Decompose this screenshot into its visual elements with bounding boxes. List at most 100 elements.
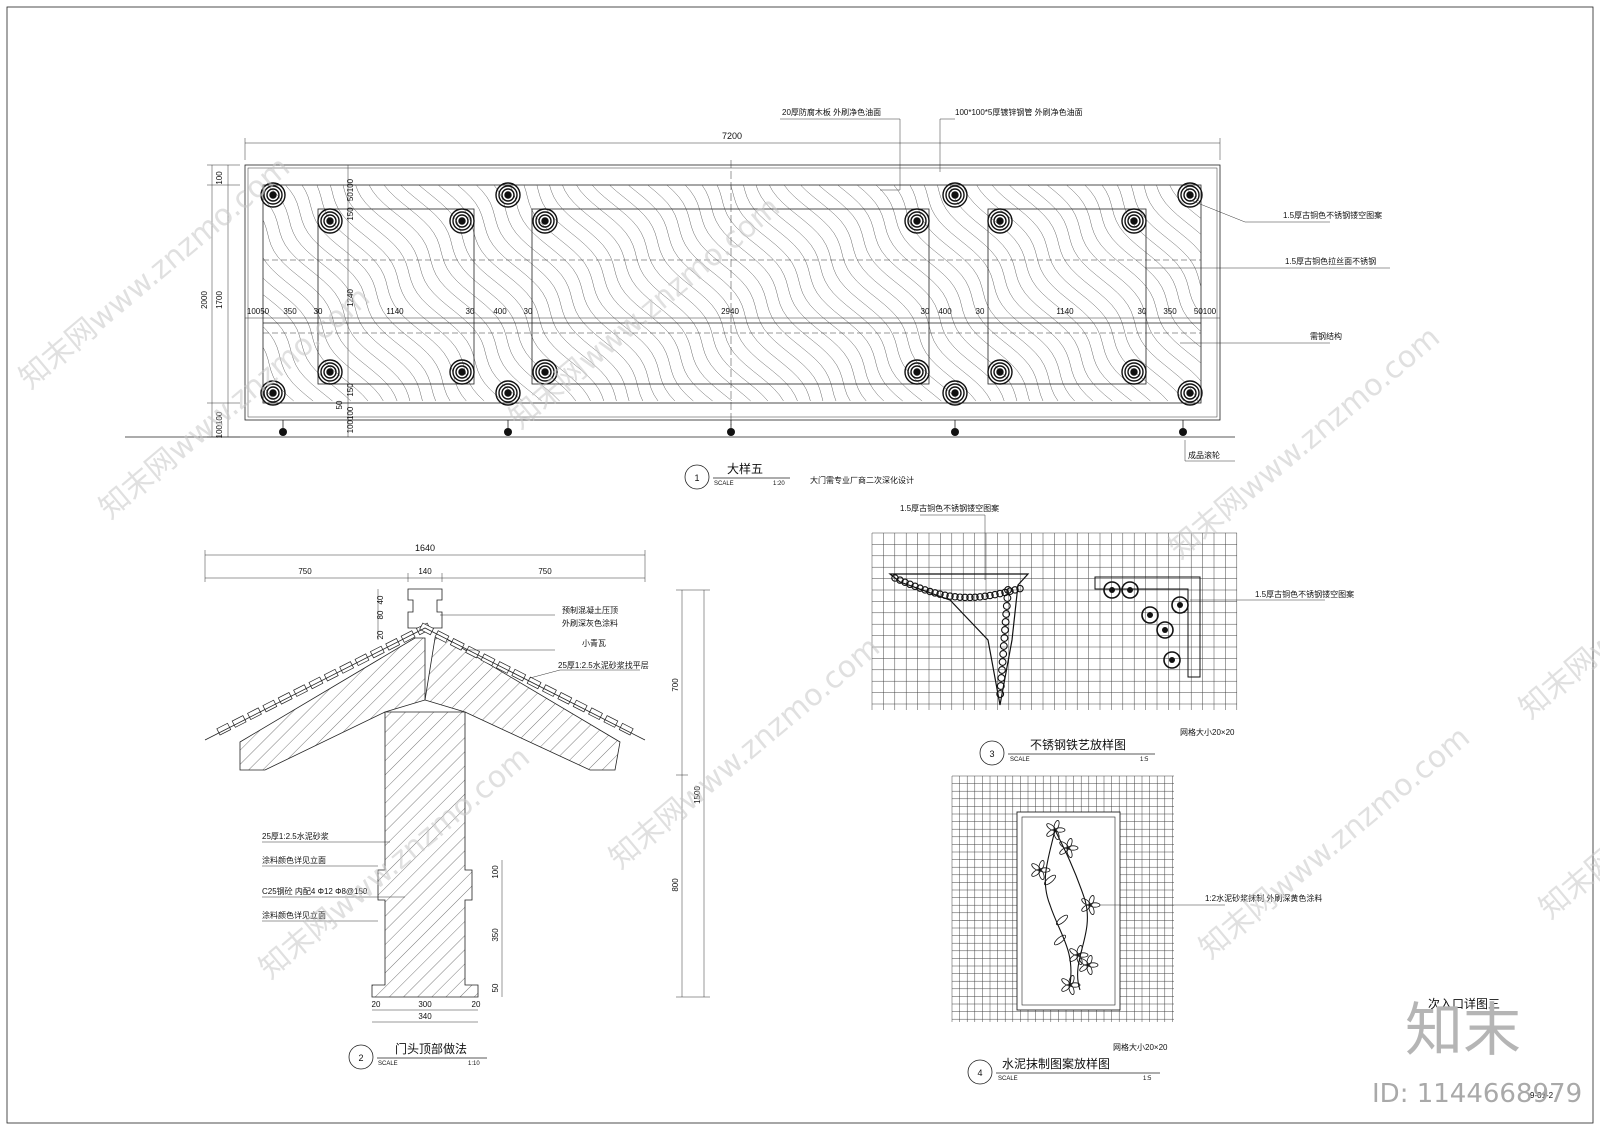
callout-ss-pattern: 1.5厚古铜色不锈钢镂空图案 bbox=[1283, 210, 1382, 220]
sheet-number: 9-01-2 bbox=[1530, 1091, 1554, 1100]
gate-ornament bbox=[317, 359, 343, 385]
gate-ornament bbox=[449, 359, 475, 385]
gate-ornament bbox=[532, 359, 558, 385]
filigree-scroll bbox=[1004, 586, 1012, 594]
filigree-scroll bbox=[1001, 626, 1009, 634]
roof-tile bbox=[247, 707, 262, 721]
filigree-scroll bbox=[1003, 594, 1012, 602]
gate-ornament bbox=[942, 182, 968, 208]
dim-horizontal: 10050 bbox=[247, 307, 270, 316]
gate-ornament bbox=[904, 359, 930, 385]
filigree-scroll bbox=[921, 586, 929, 594]
filigree-scroll bbox=[1002, 602, 1011, 610]
gate-ornament bbox=[449, 208, 475, 234]
filigree-scroll bbox=[896, 576, 904, 584]
dim-coping-left: 750 bbox=[298, 567, 312, 576]
filigree-scroll bbox=[916, 584, 924, 592]
dim-right-1500: 1500 bbox=[693, 786, 702, 804]
callout-precast-cap: 预制混凝土压顶 bbox=[562, 605, 618, 615]
wheel bbox=[279, 428, 287, 436]
detail-4-cement-pattern: 1:2水泥砂浆抹制 外刷深黄色涂料 网格大小20×20 4 水泥抹制图案放样图 … bbox=[951, 775, 1322, 1085]
lily-leaf bbox=[1054, 934, 1066, 946]
filigree-scroll bbox=[1001, 618, 1010, 626]
callout-paint-1: 涂料颜色详见立面 bbox=[262, 855, 326, 865]
detail-4-title: 水泥抹制图案放样图 bbox=[1002, 1056, 1110, 1071]
detail-3-scale-word: SCALE bbox=[1010, 757, 1030, 763]
filigree-scroll bbox=[996, 682, 1005, 690]
roof-tile bbox=[293, 684, 308, 697]
dim-right-800: 800 bbox=[671, 878, 680, 892]
detail-4-scale-word: SCALE bbox=[998, 1076, 1018, 1082]
detail-3-scale: 1:5 bbox=[1140, 757, 1149, 763]
callout-steel-tube: 100*100*5厚镀锌钢管 外刷净色油面 bbox=[955, 107, 1083, 117]
dim-horizontal: 30 bbox=[524, 307, 533, 316]
filigree-center bbox=[1109, 587, 1115, 593]
detail-3-steel-pattern: 1.5厚古铜色不锈钢镂空图案 1.5厚古铜色不锈钢镂空图案 网格大小20×20 … bbox=[871, 503, 1354, 766]
callout-mortar-top: 25厚1:2.5水泥砂浆找平层 bbox=[558, 660, 649, 670]
detail-3-number: 3 bbox=[989, 749, 994, 759]
filigree-center bbox=[1127, 587, 1133, 593]
gate-ornament bbox=[317, 208, 343, 234]
detail-1-scale: 1:20 bbox=[773, 481, 785, 487]
filigree-scroll bbox=[986, 591, 994, 600]
roof-tile bbox=[588, 707, 603, 721]
dim-cap-1: 40 bbox=[376, 595, 385, 604]
filigree-scroll bbox=[901, 578, 909, 586]
dim-inner-50: 50 bbox=[491, 983, 500, 992]
grid-note-3: 网格大小20×20 bbox=[1180, 727, 1235, 737]
detail-1-number: 1 bbox=[694, 473, 699, 483]
filigree-scroll bbox=[976, 593, 984, 601]
roof-tile bbox=[557, 691, 573, 705]
callout-paint-2: 涂料颜色详见立面 bbox=[262, 910, 326, 920]
dim-bottom-340: 340 bbox=[418, 1012, 432, 1021]
filigree-scroll bbox=[906, 580, 914, 589]
filigree-center bbox=[1147, 612, 1153, 618]
filigree-scroll bbox=[956, 593, 964, 601]
dim-horizontal: 30 bbox=[314, 307, 323, 316]
filigree-scroll bbox=[998, 658, 1007, 666]
filigree-scroll bbox=[946, 592, 954, 600]
callout-ss-brushed: 1.5厚古铜色拉丝面不锈钢 bbox=[1285, 256, 1376, 266]
gate-ornament bbox=[532, 208, 558, 234]
gate-ornament bbox=[904, 208, 930, 234]
dim-bottom-20b: 20 bbox=[472, 1000, 481, 1009]
lily-leaf bbox=[1044, 874, 1056, 886]
filigree-flower bbox=[1103, 581, 1121, 599]
roof-tile bbox=[526, 676, 542, 690]
dim-bottom-20a: 20 bbox=[372, 1000, 381, 1009]
detail-2-scale-word: SCALE bbox=[378, 1061, 398, 1067]
filigree-scroll bbox=[971, 593, 979, 601]
filigree-scroll bbox=[1002, 610, 1011, 618]
filigree-scroll bbox=[1016, 584, 1024, 593]
detail-2-title: 门头顶部做法 bbox=[395, 1041, 467, 1056]
filigree-scroll bbox=[999, 642, 1008, 650]
gate-ornament bbox=[495, 182, 521, 208]
gate-ornament bbox=[942, 380, 968, 406]
filigree-flower bbox=[1163, 651, 1181, 669]
wheel bbox=[1179, 428, 1187, 436]
lily-petal bbox=[1053, 820, 1060, 831]
dim-coping-center: 140 bbox=[418, 567, 432, 576]
dim-cap-3: 20 bbox=[376, 630, 385, 639]
grid-note-4: 网格大小20×20 bbox=[1113, 1042, 1168, 1052]
filigree-center bbox=[1169, 657, 1175, 663]
callout-wheel: 成品滚轮 bbox=[1188, 450, 1220, 460]
filigree-scroll bbox=[999, 650, 1008, 658]
filigree-scroll bbox=[961, 593, 969, 602]
detail-2-scale: 1:10 bbox=[468, 1061, 480, 1067]
filigree-flower bbox=[1171, 596, 1189, 614]
dim-horizontal: 30 bbox=[921, 307, 930, 316]
dim-horizontal: 400 bbox=[938, 307, 952, 316]
detail-1-title: 大样五 bbox=[727, 461, 763, 476]
callout-cap-paint: 外刷深灰色涂料 bbox=[562, 618, 618, 628]
dim-horizontal: 1140 bbox=[1056, 307, 1074, 316]
callout-concrete: C25钢砼 内配4 Φ12 Φ8@150 bbox=[262, 886, 368, 896]
dim-inner-4: 150 bbox=[346, 383, 355, 397]
callout-pattern-b: 1.5厚古铜色不锈钢镂空图案 bbox=[1255, 589, 1354, 599]
dim-inner-6: 100100 bbox=[346, 406, 355, 433]
filigree-scroll bbox=[926, 587, 934, 596]
watermark-id: ID: 1144668979 bbox=[1372, 1079, 1582, 1109]
detail-1-gate-elevation: 7200 100 1700 2000 100100 50100 150 1240… bbox=[125, 107, 1390, 490]
dim-inner-100: 100 bbox=[491, 865, 500, 879]
